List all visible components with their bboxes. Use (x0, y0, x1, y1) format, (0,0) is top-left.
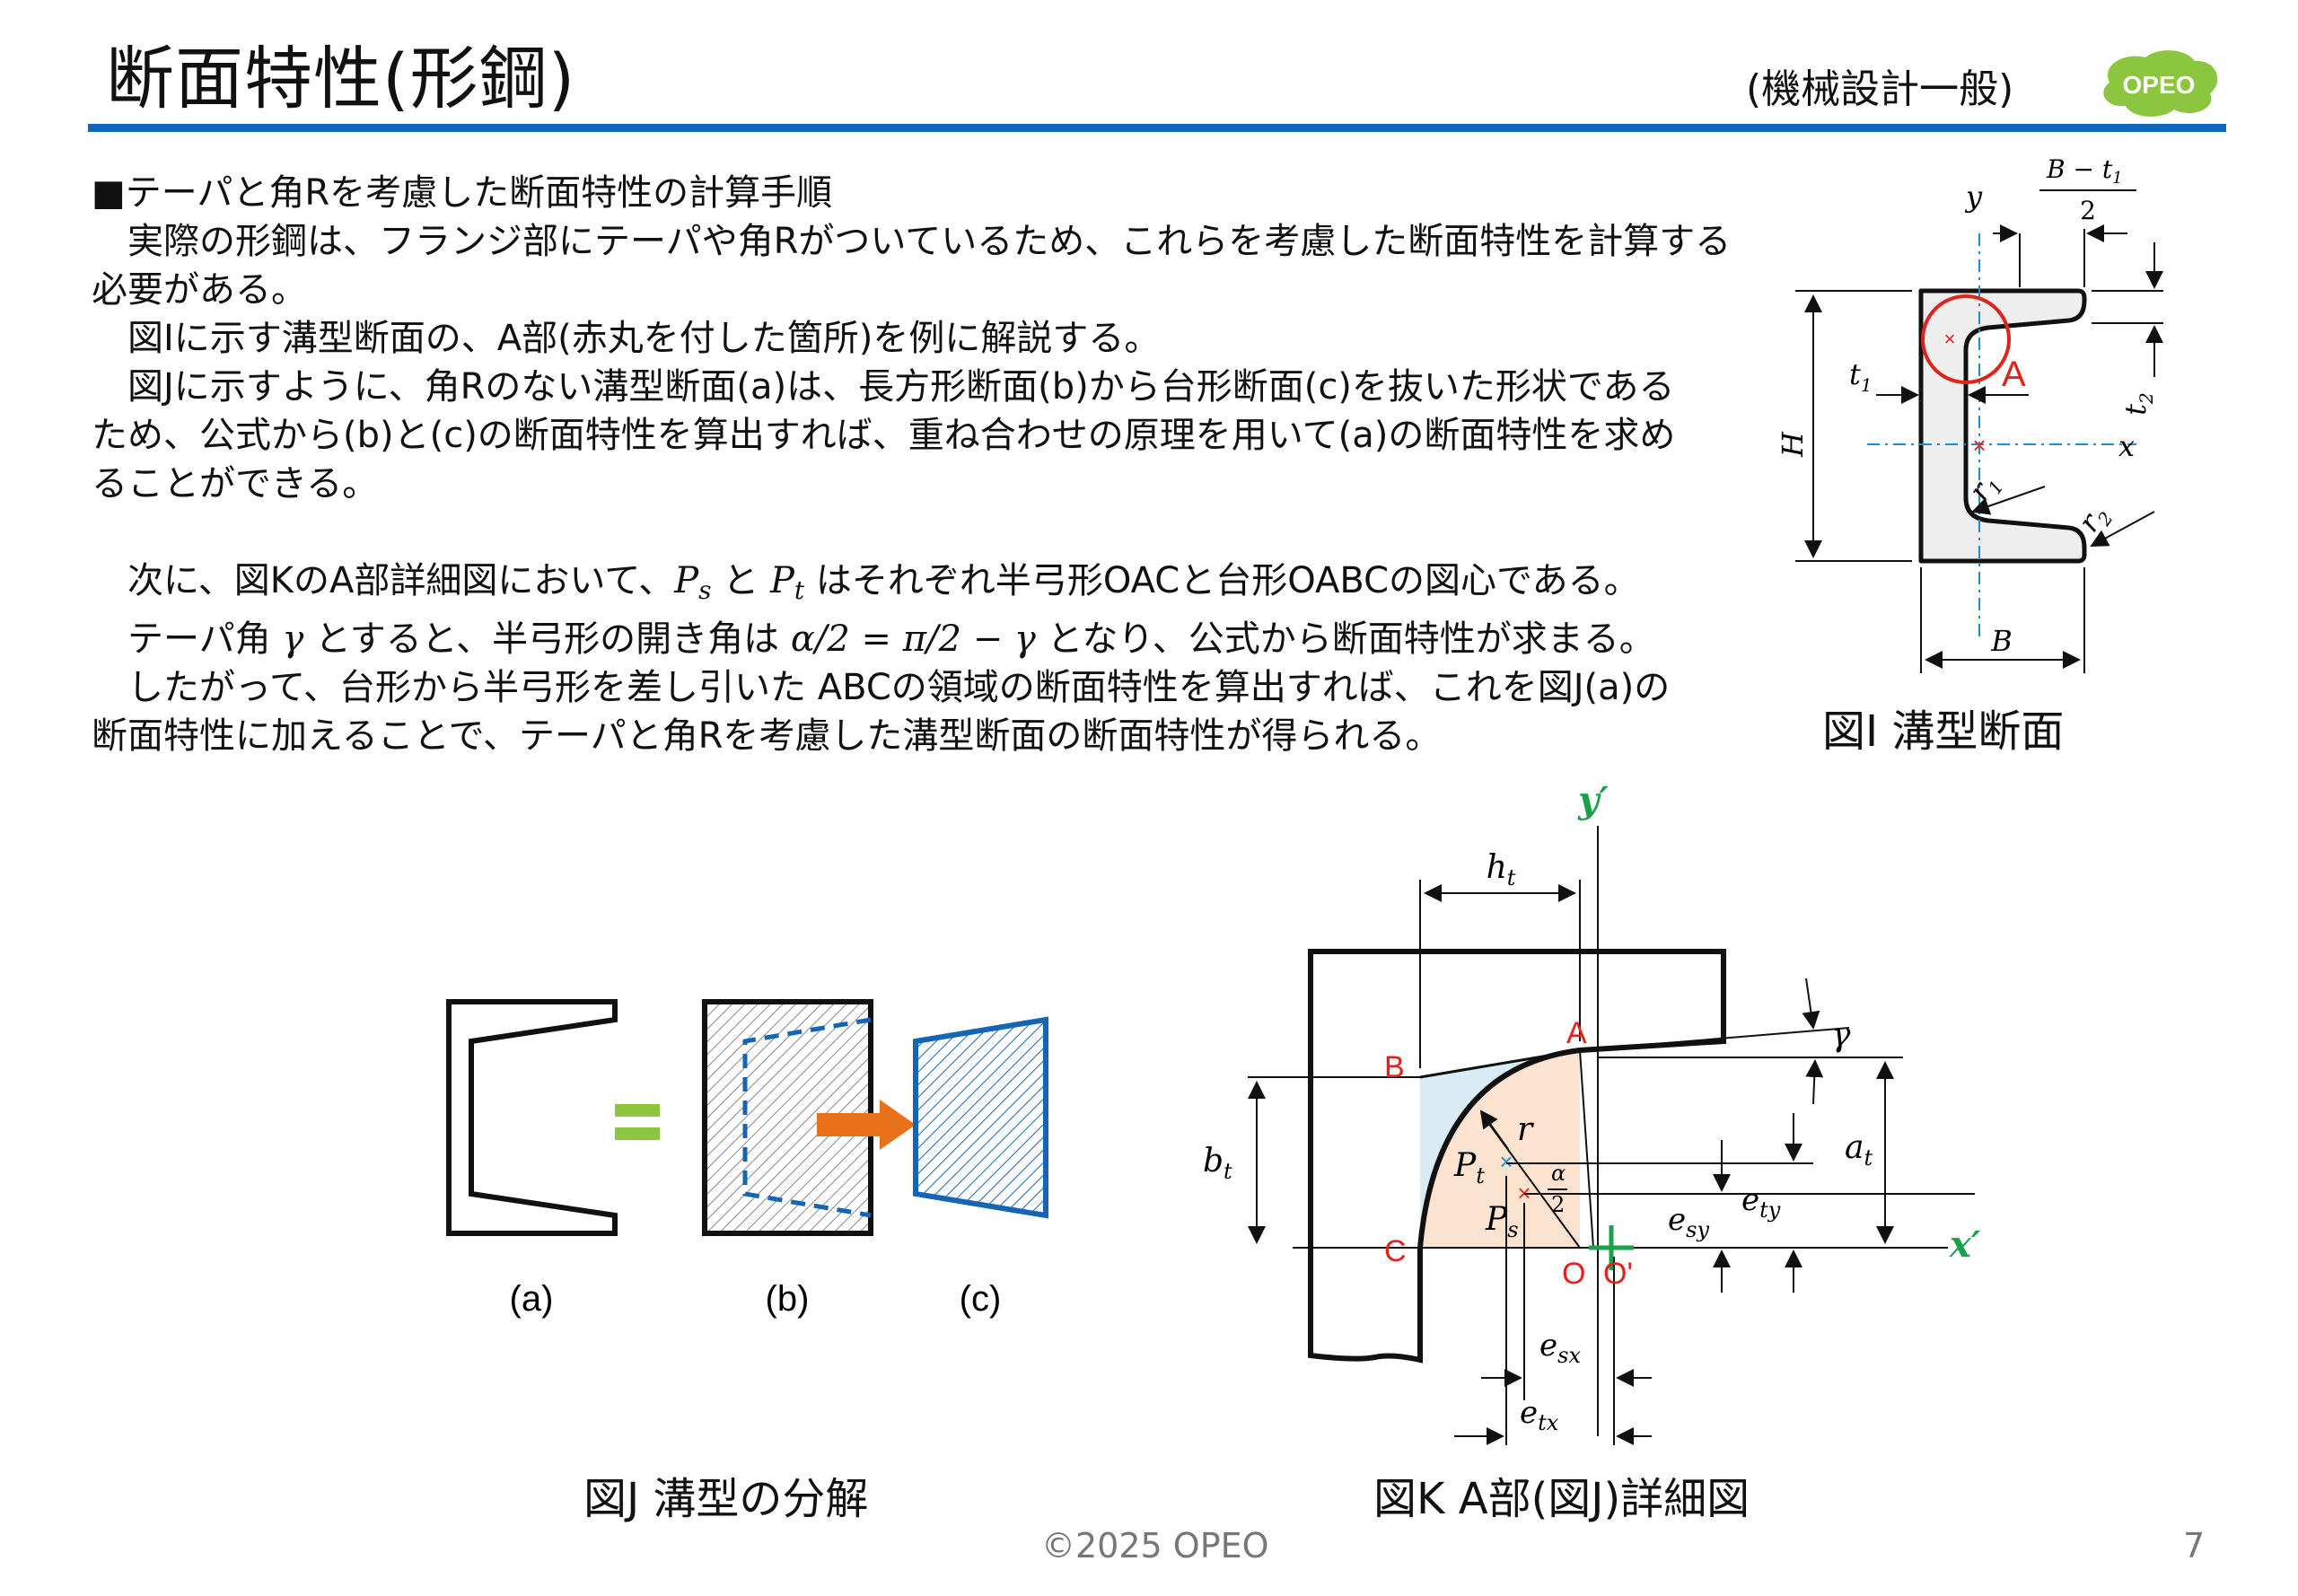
opeo-logo: OPEO (2103, 50, 2218, 117)
label-c: (c) (960, 1279, 1002, 1319)
label-y-top: y (1964, 180, 1983, 214)
figure-j-caption: 図J 溝型の分解 (583, 1474, 869, 1524)
paragraph-3-line-2: ため、公式から(b)と(c)の断面特性を算出すれば、重ね合わせの原理を用いて(a… (92, 415, 1676, 456)
label-x-prime: x′ (1949, 1223, 1981, 1266)
paragraph-1-line-2: 必要がある。 (92, 269, 307, 311)
label-b: (b) (766, 1279, 810, 1319)
figure-j-decomposition: (a) (b) (c) (446, 999, 1048, 1319)
channel-outline (1918, 288, 2087, 564)
point-b: B (1384, 1050, 1405, 1084)
figure-k-caption: 図K A部(図J)詳細図 (1373, 1474, 1750, 1524)
paragraph-2: 図Iに示す溝型断面の、A部(赤丸を付した箇所)を例に解説する。 (92, 318, 1161, 359)
figure-i-caption: 図I 溝型断面 (1822, 706, 2065, 757)
paragraph-4: 次に、図KのA部詳細図において、Ps と Pt はそれぞれ半弓形OACと台形OA… (92, 560, 1640, 605)
section-heading: ■テーパと角Rを考慮した断面特性の計算手順 (92, 172, 833, 214)
paragraph-3-line-1: 図Jに示すように、角Rのない溝型断面(a)は、長方形断面(b)から台形断面(c)… (92, 366, 1675, 408)
label-frac-den: 2 (2080, 196, 2096, 225)
header-rule (88, 124, 2226, 132)
label-gamma: γ (1831, 1017, 1851, 1054)
centroid-marker-i: × (1944, 328, 1956, 350)
label-ety: ety (1741, 1182, 1781, 1223)
label-y-prime: y′ (1577, 779, 1609, 821)
paragraph-1-line-1: 実際の形鋼は、フランジ部にテーパや角Rがついているため、これらを考慮した断面特性… (92, 221, 1732, 262)
point-o: O (1562, 1257, 1585, 1291)
label-x: x (2118, 429, 2135, 463)
label-alpha: α (1551, 1161, 1566, 1186)
arrow-shaft (817, 1113, 880, 1136)
point-c: C (1384, 1234, 1407, 1268)
paragraph-6-line-1: したがって、台形から半弓形を差し引いた ABCの領域の断面特性を算出すれば、これ… (92, 667, 1671, 708)
page-number: 7 (2183, 1526, 2206, 1565)
label-frac-num: B − t1 (2046, 154, 2123, 188)
label-etx: etx (1520, 1395, 1559, 1435)
label-h: H (1776, 431, 1810, 458)
label-alpha-denom: 2 (1551, 1192, 1565, 1217)
label-at: at (1845, 1129, 1873, 1171)
label-a: A (2002, 355, 2026, 394)
label-pt: Pt (1453, 1147, 1485, 1188)
figure-k-detail-a: y′ x′ ht bt at γ r α 2 × × Pt Ps esy ety… (1203, 779, 1981, 1445)
label-a: (a) (510, 1279, 554, 1319)
label-r1: r1 (1961, 467, 2007, 510)
label-esx: esx (1539, 1328, 1581, 1368)
abc-region (1420, 1050, 1580, 1248)
trapezoid-c (913, 1016, 1048, 1219)
logo-text: OPEO (2123, 71, 2196, 99)
label-ps: Ps (1485, 1201, 1519, 1242)
page-title: 断面特性(形鋼) (106, 39, 576, 118)
label-esy: esy (1668, 1202, 1709, 1242)
label-b: B (1990, 624, 2013, 658)
paragraph-3-line-3: ることができる。 (92, 463, 379, 504)
equals-sign-top (615, 1104, 660, 1117)
paragraph-6-line-2: 断面特性に加えることで、テーパと角Rを考慮した溝型断面の断面特性が得られる。 (92, 715, 1442, 757)
arrow-head (880, 1100, 916, 1150)
centroid-cross: × (1972, 432, 1986, 459)
footer-copyright: ©2025 OPEO (1041, 1526, 1269, 1565)
label-t1: t1 (1849, 357, 1873, 396)
figure-i-channel-section: × × A H B t1 y B − t1 2 t2 x r1 r2 (1776, 154, 2163, 673)
label-t2: t2 (2118, 392, 2157, 416)
label-ht: ht (1487, 849, 1516, 890)
paragraph-5: テーパ角 γ とすると、半弓形の開き角は α/2 = π/2 − γ となり、公… (92, 618, 1655, 660)
highlight-circle-a (1921, 294, 2011, 384)
label-r: r (1517, 1111, 1534, 1148)
equals-sign-bottom (615, 1127, 660, 1140)
category-label: (機械設計一般) (1746, 66, 2014, 112)
channel-a (446, 999, 618, 1236)
label-bt: bt (1203, 1143, 1232, 1184)
point-a: A (1566, 1016, 1587, 1050)
centroid-pt-marker: × (1499, 1148, 1513, 1175)
body-text: ■テーパと角Rを考慮した断面特性の計算手順 実際の形鋼は、フランジ部にテーパや角… (92, 169, 1732, 760)
point-o-prime: O' (1603, 1257, 1633, 1291)
